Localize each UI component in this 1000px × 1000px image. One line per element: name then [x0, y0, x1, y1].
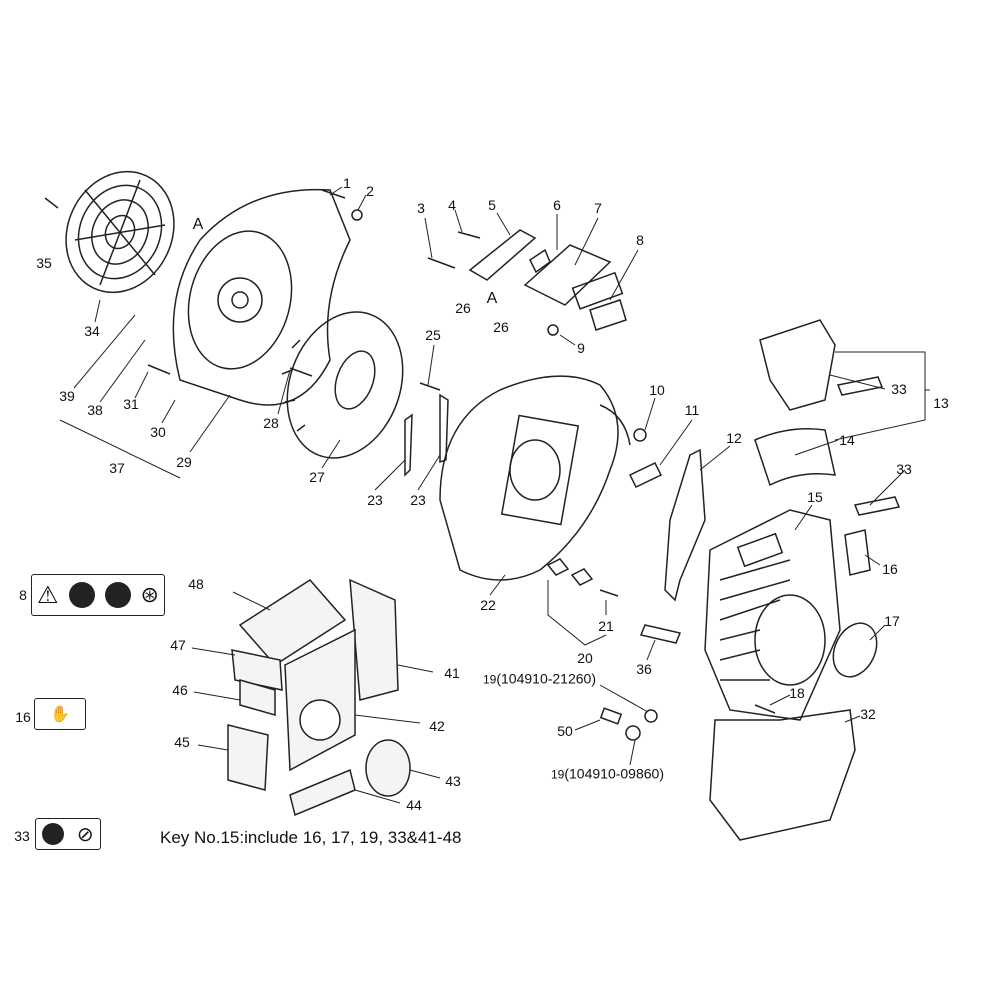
cushion-14 — [754, 428, 836, 487]
callout-35: 35 — [36, 255, 52, 271]
cover-13 — [759, 319, 836, 411]
callout-33b: 33 — [896, 461, 912, 477]
callout-12: 12 — [726, 430, 742, 446]
callout-44: 44 — [406, 797, 422, 813]
callout-28: 28 — [263, 415, 279, 431]
callout-15: 15 — [807, 489, 823, 505]
callout-32: 32 — [860, 706, 876, 722]
callout-16: 16 — [882, 561, 898, 577]
decal-33-number: 33 — [14, 828, 30, 844]
callout-33a: 33 — [891, 381, 907, 397]
callout-22: 22 — [480, 597, 496, 613]
callout-19b: 19(104910-09860) — [551, 767, 664, 782]
callout-39: 39 — [59, 388, 75, 404]
callout-20: 20 — [577, 650, 593, 666]
kit-contents-note: Key No.15:include 16, 17, 19, 33&41-48 — [160, 828, 462, 847]
callout-30: 30 — [150, 424, 166, 440]
callout-31: 31 — [123, 396, 139, 412]
callout-8: 8 — [636, 232, 644, 248]
callout-37: 37 — [109, 460, 125, 476]
volute-case-22 — [439, 375, 631, 581]
callout-43: 43 — [445, 773, 461, 789]
callout-46: 46 — [172, 682, 188, 698]
callout-19b-part-number: (104910-09860) — [564, 765, 664, 782]
connector-20 — [546, 558, 594, 586]
callout-3: 3 — [417, 200, 425, 216]
callout-4: 4 — [448, 197, 456, 213]
bracket-12 — [664, 448, 706, 602]
hot-surface-hand-icon: ✋ — [50, 706, 70, 723]
callout-21: 21 — [598, 618, 614, 634]
callout-9: 9 — [577, 340, 585, 356]
pad-16 — [844, 529, 871, 576]
callout-48: 48 — [188, 576, 204, 592]
callout-19b-number: 19 — [551, 767, 565, 782]
callout-7: 7 — [594, 200, 602, 216]
callout-38: 38 — [87, 402, 103, 418]
callout-26b: 26 — [493, 319, 509, 335]
callout-25: 25 — [425, 327, 441, 343]
callout-1: 1 — [343, 175, 351, 191]
impeller-27 — [281, 311, 404, 459]
small-parts-19-50 — [599, 707, 658, 741]
callout-13: 13 — [933, 395, 949, 411]
fan-case-29 — [172, 188, 351, 406]
warning-decal-8: ⚠ ⊛ — [31, 574, 165, 616]
decal-8-number: 8 — [19, 587, 27, 603]
leader-lines — [59, 186, 930, 804]
fuel-can-icon — [42, 823, 65, 845]
callout-19a-number: 19 — [483, 672, 497, 687]
callout-36: 36 — [636, 661, 652, 677]
callout-50: 50 — [557, 723, 573, 739]
muffler-cover-32 — [709, 709, 856, 841]
callout-19a-part-number: (104910-21260) — [496, 670, 596, 687]
helmet-icon — [104, 582, 131, 608]
callout-26a: 26 — [455, 300, 471, 316]
fuel-decal-33: ⊘ — [35, 818, 101, 850]
no-fire-icon: ⊘ — [76, 823, 94, 846]
callout-19a: 19(104910-21260) — [483, 672, 596, 687]
decal-16-number: 16 — [15, 709, 31, 725]
callout-34: 34 — [84, 323, 100, 339]
callout-2: 2 — [366, 183, 374, 199]
callout-23a: 23 — [367, 492, 383, 508]
handle-parts — [468, 229, 624, 310]
callout-17: 17 — [884, 613, 900, 629]
callout-41: 41 — [444, 665, 460, 681]
brackets-23 — [404, 393, 449, 477]
callout-10: 10 — [649, 382, 665, 398]
callout-45: 45 — [174, 734, 190, 750]
engine-15 — [704, 509, 841, 721]
callout-27: 27 — [309, 469, 325, 485]
callout-5: 5 — [488, 197, 496, 213]
callout-42: 42 — [429, 718, 445, 734]
read-manual-icon — [68, 582, 95, 608]
callout-23b: 23 — [410, 492, 426, 508]
sticker-shapes — [589, 299, 901, 644]
hot-surface-decal-16: ✋ — [34, 698, 86, 730]
callout-6: 6 — [553, 197, 561, 213]
callout-18: 18 — [789, 685, 805, 701]
callout-47: 47 — [170, 637, 186, 653]
gasket-17 — [832, 622, 878, 678]
warning-triangle-icon: ⚠ — [37, 581, 59, 609]
bolts — [44, 189, 776, 714]
callout-14: 14 — [839, 432, 855, 448]
reference-a-fan-case: A — [192, 216, 204, 233]
reference-a-handle: A — [486, 290, 498, 307]
rotating-fan-icon: ⊛ — [140, 582, 159, 607]
foam-parts — [227, 578, 411, 817]
fan-guard-34 — [65, 170, 175, 294]
callout-29: 29 — [176, 454, 192, 470]
callout-11: 11 — [684, 402, 700, 418]
